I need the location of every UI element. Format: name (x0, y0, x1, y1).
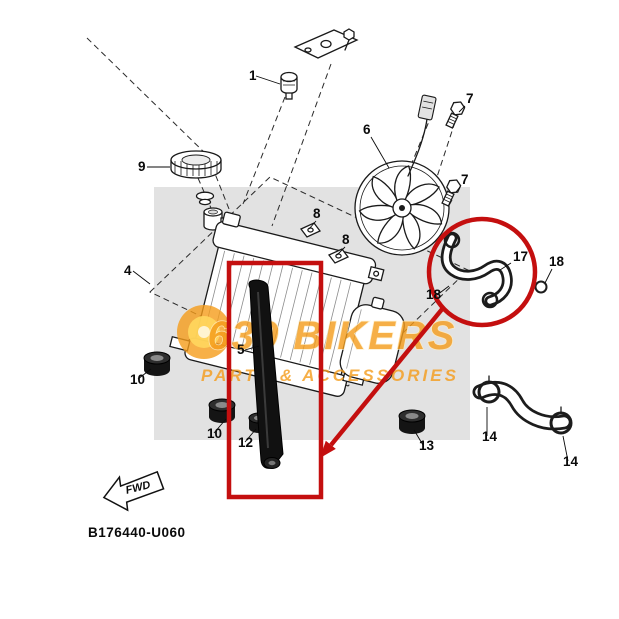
highlight-rectangle (226, 260, 324, 500)
lower-hose-assembly (472, 375, 573, 435)
part-label-13: 13 (419, 438, 435, 453)
cap-seal (195, 191, 215, 201)
watermark: 639 BIKERS PARTS & ACCESSORIES (177, 305, 459, 385)
highlight-arrow-head (320, 440, 336, 458)
part-label-10-left: 10 (130, 372, 145, 387)
watermark-title: 639 BIKERS (208, 314, 457, 358)
part-label-14-left: 14 (482, 429, 498, 444)
fwd-arrow: FWD (102, 470, 165, 512)
breather-hose-assembly (440, 231, 548, 309)
radiator-cap (170, 150, 222, 206)
grommet-10-left (143, 351, 171, 376)
drain-hose (248, 279, 284, 469)
part-label-7-lower: 7 (461, 172, 469, 187)
part-label-10-center: 10 (207, 426, 222, 441)
part-label-18-left: 18 (426, 287, 442, 302)
highlight-arrow-shaft (329, 306, 445, 447)
part-label-18-right: 18 (549, 254, 565, 269)
part-label-17: 17 (513, 249, 528, 264)
fan-wire (407, 118, 428, 177)
part-label-7-upper: 7 (466, 91, 474, 106)
part-label-5: 5 (237, 342, 245, 357)
grommet-13 (398, 409, 426, 434)
hose-clip-top (443, 231, 461, 249)
radiator-stay-bracket (293, 28, 359, 59)
part-label-1: 1 (249, 68, 257, 83)
callout-leader-lines (132, 75, 569, 462)
fwd-label: FWD (124, 479, 151, 497)
highlight-circle (426, 216, 538, 328)
radiator-valve-part (280, 71, 298, 100)
watermark-subtitle: PARTS & ACCESSORIES (201, 366, 459, 385)
cooling-fan (354, 118, 450, 256)
fan-connector (417, 94, 437, 121)
bolt-upper (445, 101, 466, 129)
hose-clip-spare (534, 280, 548, 294)
part-label-9: 9 (138, 159, 146, 174)
overflow-tank (339, 296, 405, 384)
part-label-4: 4 (124, 263, 132, 278)
part-label-6: 6 (363, 122, 371, 137)
callout-labels: 1 9 4 6 7 7 8 8 17 18 18 5 10 10 12 13 1… (124, 68, 579, 469)
part-label-8-upper: 8 (313, 206, 321, 221)
bracket-bolt (343, 28, 355, 41)
part-label-12: 12 (238, 435, 253, 450)
part-label-8-lower: 8 (342, 232, 350, 247)
bolt-lower (441, 179, 462, 207)
diagram-code: B176440-U060 (88, 525, 186, 540)
hose-clip-bottom (481, 291, 499, 309)
part-label-14-right: 14 (563, 454, 579, 469)
